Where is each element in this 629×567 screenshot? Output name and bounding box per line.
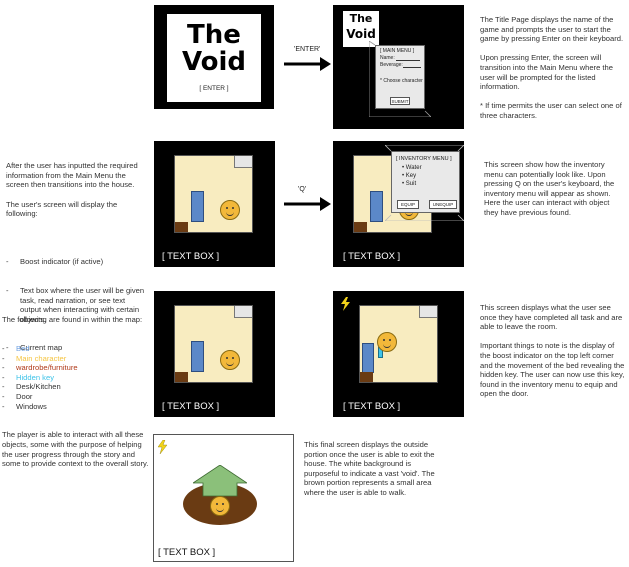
tasks-complete-screen: [ TEXT BOX ] [333, 291, 464, 417]
unequip-button[interactable]: UNEQUIP [429, 200, 457, 209]
outside-screen: [ TEXT BOX ] [153, 434, 294, 562]
boost-indicator-icon [341, 297, 350, 311]
inventory-item[interactable]: • Suit [402, 181, 417, 187]
title-line1: The [187, 20, 241, 50]
bed [191, 191, 204, 222]
legend-item: -Bed [2, 343, 30, 353]
main-character-icon [220, 200, 240, 220]
room-floor [174, 155, 253, 233]
legend-intro: The following are found in within the ma… [2, 315, 143, 325]
wardrobe [360, 372, 373, 382]
menu-logo: The Void [343, 11, 379, 47]
legend-item: -Windows [2, 401, 47, 411]
arrow-q [284, 197, 331, 211]
menu-logo-line2: Void [346, 27, 376, 41]
main-character-icon [377, 332, 397, 352]
note-after-menu-text: After the user has inputted the required… [6, 161, 138, 219]
display-item: -Text box where the user will be given t… [6, 285, 147, 324]
text-box: [ TEXT BOX ] [343, 401, 401, 412]
main-character-icon [210, 496, 230, 516]
inventory-panel: [ INVENTORY MENU ] • Water • Key • Suit … [391, 151, 460, 213]
display-list: -Boost indicator (if active) -Text box w… [6, 238, 148, 372]
arrow-enter-label: 'ENTER' [294, 46, 321, 53]
text-box: [ TEXT BOX ] [343, 251, 401, 262]
note-inventory: This screen show how the inventory menu … [484, 160, 617, 217]
desk-kitchen [419, 306, 437, 318]
legend-item: -Hidden key [2, 372, 54, 382]
title-line2: Void [181, 47, 247, 77]
display-item: -Current map [6, 343, 63, 353]
equip-button[interactable]: EQUIP [397, 200, 419, 209]
name-label: Name: [380, 55, 395, 61]
note-player-interact: The player is able to interact with all … [2, 430, 149, 469]
bed [191, 341, 204, 372]
name-field[interactable] [396, 60, 420, 61]
legend-item-label: Main character [16, 353, 67, 363]
note-title-page: The Title Page displays the name of the … [480, 15, 624, 120]
inventory-item-label: Suit [405, 181, 417, 187]
note-final: This final screen displays the outside p… [304, 440, 437, 497]
inventory-item[interactable]: • Water [402, 165, 422, 171]
room-floor [174, 305, 253, 383]
house-screen-2: [ TEXT BOX ] [154, 291, 275, 417]
display-item: -Boost indicator (if active) [6, 257, 104, 267]
bed [370, 191, 383, 222]
wardrobe [354, 222, 367, 232]
main-menu-screen: The Void [ MAIN MENU ] Name: Beverage: *… [333, 5, 464, 129]
legend-item-label: wardrobe/furniture [16, 363, 78, 373]
arrow-enter [284, 57, 331, 71]
inventory-shadow-frame [385, 145, 464, 221]
menu-shadow-frame [369, 41, 431, 117]
display-item-text: Current map [20, 343, 63, 353]
main-menu-panel: [ MAIN MENU ] Name: Beverage: * Choose c… [375, 45, 425, 109]
text-box: [ TEXT BOX ] [162, 251, 220, 262]
legend-list: -Bed-Main character-wardrobe/furniture-H… [2, 344, 150, 411]
house-icon [193, 465, 247, 497]
display-item-text: Boost indicator (if active) [20, 257, 104, 267]
title-card: The Void [ ENTER ] [167, 14, 261, 102]
wardrobe [175, 222, 188, 232]
legend-item-label: Windows [16, 401, 47, 411]
note-after-menu: After the user has inputted the required… [6, 142, 148, 382]
beverage-label: Beverage: [380, 62, 403, 68]
inventory-item-label: Water [405, 165, 422, 171]
title-screen: The Void [ ENTER ] [154, 5, 274, 109]
beverage-field[interactable] [403, 67, 421, 68]
desk-kitchen [234, 156, 252, 168]
legend-item: -wardrobe/furniture [2, 363, 78, 373]
text-box: [ TEXT BOX ] [158, 547, 216, 558]
wardrobe [175, 372, 188, 382]
legend: The following are found in within the ma… [2, 296, 150, 478]
legend-item-label: Door [16, 391, 33, 401]
main-menu-title: [ MAIN MENU ] [380, 48, 415, 54]
legend-item-label: Hidden key [16, 372, 54, 382]
inventory-title: [ INVENTORY MENU ] [396, 156, 452, 162]
desk-kitchen [234, 306, 252, 318]
arrow-q-label: 'Q' [298, 186, 307, 193]
boost-indicator-icon [158, 440, 168, 454]
house-screen: [ TEXT BOX ] [154, 141, 275, 267]
legend-item: -Door [2, 391, 33, 401]
inventory-screen: [ INVENTORY MENU ] • Water • Key • Suit … [333, 141, 464, 267]
submit-button[interactable]: SUBMIT [390, 97, 410, 105]
legend-item-label: Desk/Kitchen [16, 382, 61, 392]
inventory-item-label: Key [405, 173, 417, 179]
menu-logo-line1: The [349, 12, 373, 25]
enter-prompt: [ ENTER ] [199, 85, 229, 92]
display-item-text: Text box where the user will be given ta… [20, 285, 147, 324]
text-box: [ TEXT BOX ] [162, 401, 220, 412]
legend-item: -Desk/Kitchen [2, 382, 61, 392]
legend-item: -Main character [2, 353, 67, 363]
choose-character[interactable]: * Choose character [380, 78, 423, 84]
note-tasks-done: This screen displays what the user see o… [480, 303, 625, 399]
bed [362, 343, 374, 373]
inventory-item[interactable]: • Key [402, 173, 417, 179]
legend-item-label: Bed [16, 343, 30, 353]
main-character-icon [220, 350, 240, 370]
